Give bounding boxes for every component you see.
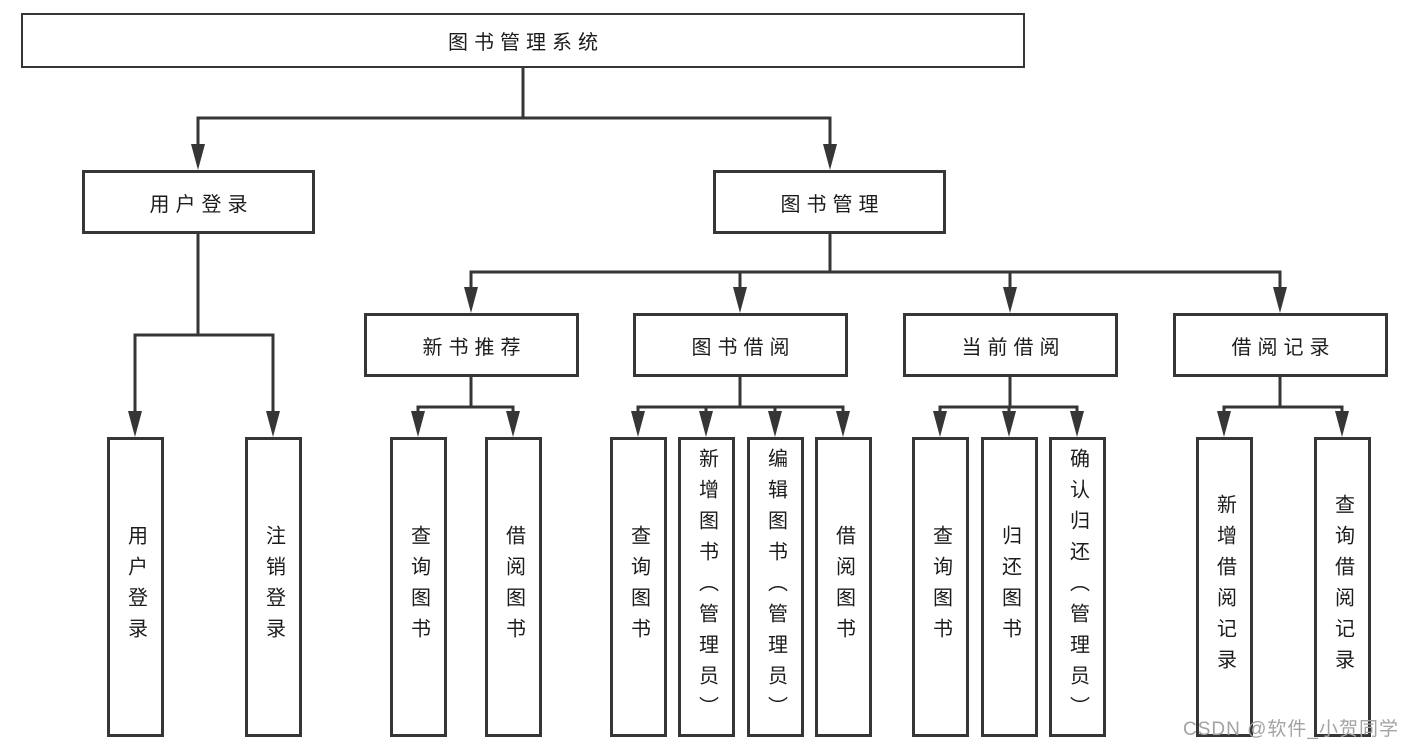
leaf-confirm-return-admin: 确认归还（管理员） <box>1049 437 1106 737</box>
leaf-return-book: 归还图书 <box>981 437 1038 737</box>
leaf-add-book-admin: 新增图书（管理员） <box>678 437 735 737</box>
watermark: CSDN @软件_小贺同学 <box>1183 719 1399 740</box>
leaf-query-books-recommend: 查询图书 <box>390 437 447 737</box>
node-root: 图书管理系统 <box>21 13 1025 68</box>
leaf-query-borrow-record: 查询借阅记录 <box>1314 437 1371 737</box>
node-user-login: 用户登录 <box>82 170 315 234</box>
leaf-query-books-current: 查询图书 <box>912 437 969 737</box>
node-new-book-recommend: 新书推荐 <box>364 313 579 377</box>
node-borrow-records: 借阅记录 <box>1173 313 1388 377</box>
leaf-borrow-books: 借阅图书 <box>815 437 872 737</box>
leaf-add-borrow-record: 新增借阅记录 <box>1196 437 1253 737</box>
node-current-borrow: 当前借阅 <box>903 313 1118 377</box>
leaf-user-login: 用户登录 <box>107 437 164 737</box>
leaf-edit-book-admin: 编辑图书（管理员） <box>747 437 804 737</box>
leaf-logout: 注销登录 <box>245 437 302 737</box>
leaf-query-books-borrow: 查询图书 <box>610 437 667 737</box>
leaf-borrow-books-recommend: 借阅图书 <box>485 437 542 737</box>
node-book-management: 图书管理 <box>713 170 946 234</box>
node-book-borrow: 图书借阅 <box>633 313 848 377</box>
